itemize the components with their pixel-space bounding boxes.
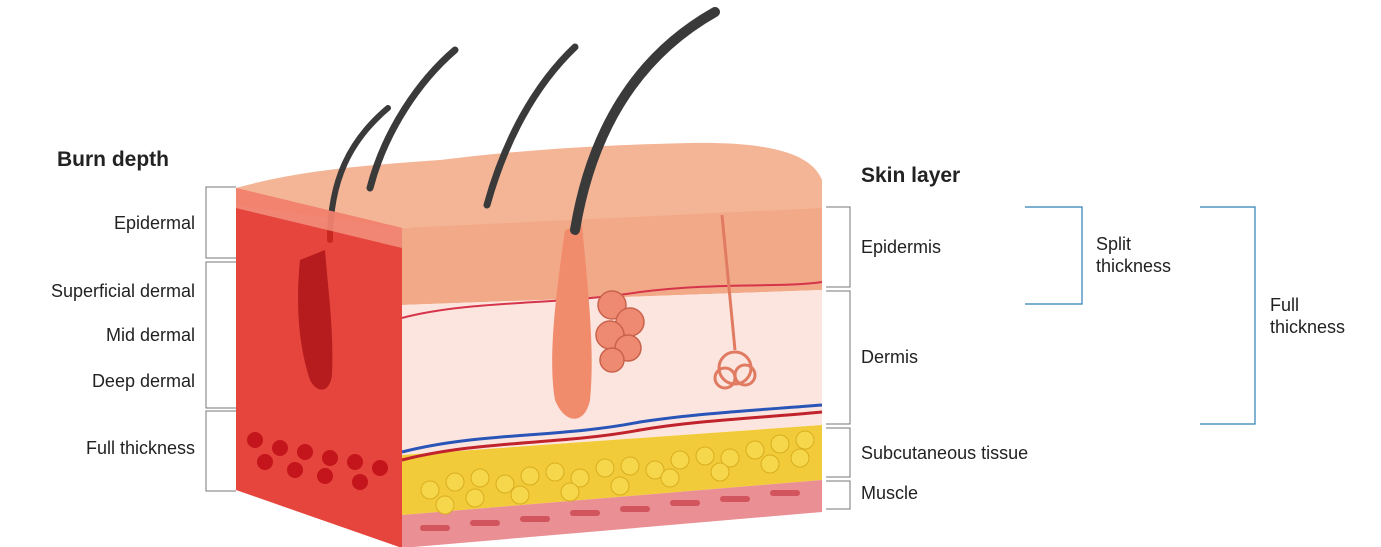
burn-depth-superficial-dermal: Superficial dermal	[51, 280, 195, 302]
skin-layer-brackets	[826, 207, 850, 509]
burn-depth-heading: Burn depth	[57, 148, 169, 172]
burn-depth-epidermal: Epidermal	[114, 212, 195, 234]
burn-depth-brackets	[206, 187, 236, 491]
skin-layer-epidermis: Epidermis	[861, 236, 941, 258]
full-thickness-label: Full thickness	[1270, 294, 1345, 338]
split-thickness-label: Split thickness	[1096, 233, 1171, 277]
burn-depth-deep-dermal: Deep dermal	[92, 370, 195, 392]
skin-layer-dermis: Dermis	[861, 346, 918, 368]
burn-depth-mid-dermal: Mid dermal	[106, 324, 195, 346]
burn-depth-full-thickness: Full thickness	[86, 437, 195, 459]
skin-layer-subcutaneous: Subcutaneous tissue	[861, 442, 1028, 464]
skin-layer-heading: Skin layer	[861, 164, 960, 188]
skin-layer-muscle: Muscle	[861, 482, 918, 504]
